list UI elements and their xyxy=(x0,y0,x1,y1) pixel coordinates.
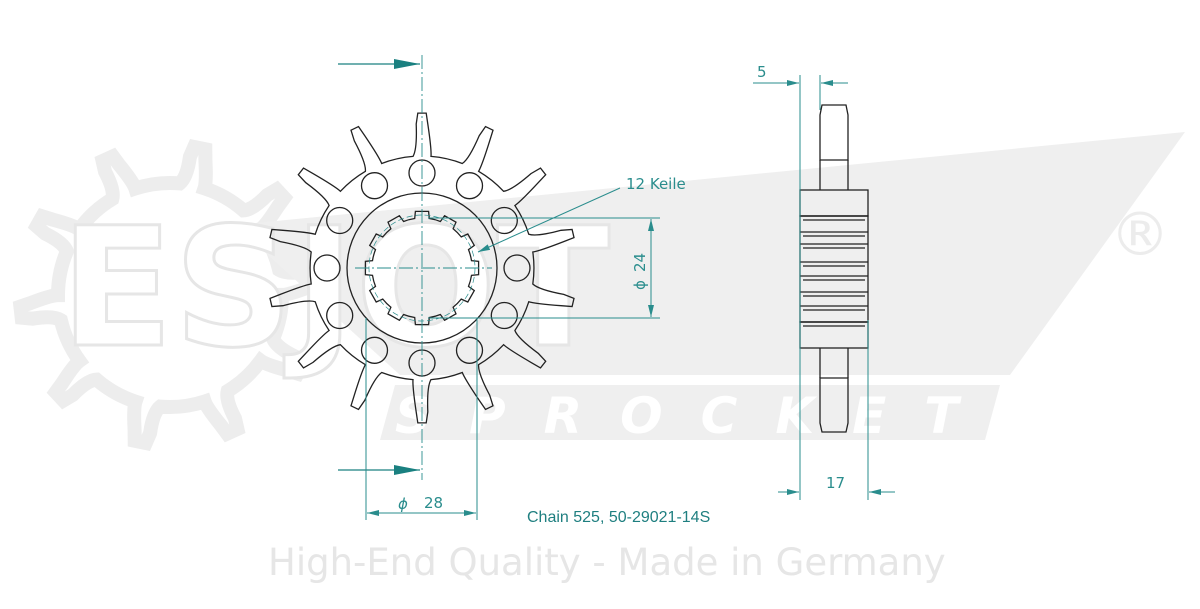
dimension-hub-diameter: ϕ 28 xyxy=(365,318,478,520)
watermark-logo: ESJOT ® SPROCKETS High-End Quality - Mad… xyxy=(12,132,1185,584)
side-spline-line xyxy=(800,243,868,249)
bolt-hole xyxy=(313,254,341,282)
dimension-width: 17 xyxy=(778,474,895,495)
bolt-hole xyxy=(455,336,484,364)
spline-bore xyxy=(364,210,480,326)
bolt-hole xyxy=(326,301,354,330)
sprocket-teeth-outline xyxy=(269,112,575,424)
bolt-hole xyxy=(455,172,484,200)
dim-width-value: 17 xyxy=(826,474,845,492)
spline-label: 12 Keile xyxy=(626,175,686,193)
watermark-sub: SPROCKETS xyxy=(395,387,1070,445)
watermark-band-lower xyxy=(380,385,1000,440)
dim-hub-value: 28 xyxy=(424,494,443,512)
side-spline-line xyxy=(800,305,868,311)
sprocket-front-view xyxy=(269,55,575,480)
bolt-hole xyxy=(360,336,389,364)
side-spline-line xyxy=(800,215,868,221)
bolt-hole xyxy=(326,206,354,235)
side-spline-line xyxy=(800,261,868,267)
dim-spline-value: 24 xyxy=(631,253,649,272)
watermark-brand: ESJOT xyxy=(60,192,610,384)
dimension-spline-diameter: ϕ 24 xyxy=(428,217,660,319)
dim-symbol-28: ϕ xyxy=(398,495,408,513)
side-spline-line xyxy=(800,275,868,281)
watermark-band xyxy=(235,132,1185,375)
bolt-hole xyxy=(360,172,389,200)
drawing-title: Chain 525, 50-29021-14S xyxy=(527,509,710,526)
bolt-hole xyxy=(490,301,518,330)
dim-symbol: ϕ xyxy=(631,280,649,290)
side-spline-line xyxy=(800,231,868,237)
side-spline-line xyxy=(800,291,868,297)
bolt-hole xyxy=(503,254,531,282)
dimension-offset: 5 xyxy=(753,63,869,500)
spline-leader xyxy=(477,187,621,253)
dim-offset-value: 5 xyxy=(757,63,767,81)
bolt-hole xyxy=(490,206,518,235)
watermark-registered: ® xyxy=(1110,200,1170,270)
watermark-tagline: High-End Quality - Made in Germany xyxy=(268,541,946,584)
side-spline-line xyxy=(800,321,868,327)
